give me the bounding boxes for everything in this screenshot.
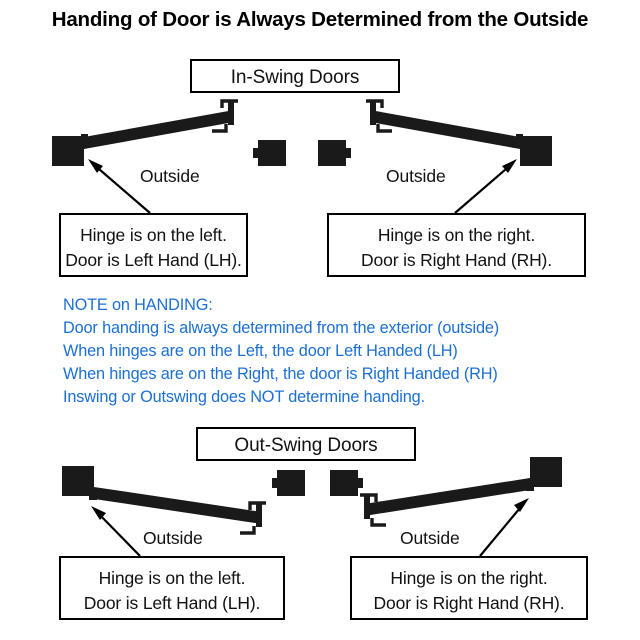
hinge-block-icon xyxy=(52,136,84,166)
callout-line-2: Door is Right Hand (RH). xyxy=(361,249,552,270)
callout-out-swing-right: Hinge is on the right. Door is Right Han… xyxy=(350,556,588,620)
callout-line-2: Door is Left Hand (LH). xyxy=(65,249,242,270)
door-lever-icon xyxy=(360,493,386,527)
leader-line xyxy=(454,162,514,214)
hinge-pivot-icon xyxy=(81,134,88,141)
hinge-block-icon xyxy=(520,136,552,166)
door-panel-icon xyxy=(84,110,234,149)
latch-edge-icon xyxy=(256,503,262,527)
outside-label-in-swing-left: Outside xyxy=(140,166,200,186)
strike-tab-icon xyxy=(253,148,259,158)
callout-line-1: Hinge is on the left. xyxy=(98,568,246,588)
callout-line-1: Hinge is on the right. xyxy=(390,568,548,588)
callout-out-swing-left: Hinge is on the left. Door is Left Hand … xyxy=(59,556,285,620)
door-lever-icon xyxy=(366,99,392,133)
page-title: Handing of Door is Always Determined fro… xyxy=(51,8,589,31)
outside-label-out-swing-left: Outside xyxy=(143,528,203,548)
door-lever-icon xyxy=(240,501,266,535)
latch-edge-icon xyxy=(370,101,376,125)
latch-edge-icon xyxy=(228,101,234,125)
hinge-block-icon xyxy=(530,457,562,487)
note-line-1: Door handing is always determined from t… xyxy=(63,318,500,337)
leader-line xyxy=(479,501,526,557)
leader-arrowhead xyxy=(502,159,517,173)
callout-in-swing-left: Hinge is on the left. Door is Left Hand … xyxy=(59,213,248,277)
door-in-swing-right xyxy=(318,99,552,214)
note-on-handing: NOTE on HANDING: Door handing is always … xyxy=(63,294,583,409)
callout-line-1: Hinge is on the right. xyxy=(377,225,536,245)
leader-line xyxy=(94,509,141,557)
hinge-pivot-icon xyxy=(526,483,534,491)
door-in-swing-left xyxy=(52,99,286,214)
latch-edge-icon xyxy=(364,495,370,519)
door-panel-icon xyxy=(370,110,520,149)
hinge-pivot-icon xyxy=(516,134,523,141)
leader-arrowhead xyxy=(91,506,106,520)
strike-block-icon xyxy=(258,140,286,166)
strike-block-icon xyxy=(318,140,346,166)
door-lever-icon xyxy=(212,99,238,133)
leader-arrowhead xyxy=(514,498,529,512)
note-heading: NOTE on HANDING: xyxy=(63,296,213,314)
door-panel-icon xyxy=(364,478,530,516)
hinge-pivot-icon xyxy=(89,492,97,500)
strike-block-icon xyxy=(330,470,358,496)
strike-tab-icon xyxy=(272,478,278,488)
outside-label-in-swing-right: Outside xyxy=(386,166,446,186)
note-line-4: Inswing or Outswing does NOT determine h… xyxy=(63,387,425,406)
callout-line-1: Hinge is on the left. xyxy=(80,225,227,245)
door-panel-icon xyxy=(94,487,262,524)
callout-in-swing-right: Hinge is on the right. Door is Right Han… xyxy=(327,213,586,277)
note-line-3: When hinges are on the Right, the door i… xyxy=(63,364,498,383)
outside-label-out-swing-right: Outside xyxy=(400,528,460,548)
hinge-block-icon xyxy=(62,466,94,496)
section-header-in-swing: In-Swing Doors xyxy=(190,59,400,93)
strike-block-icon xyxy=(277,470,305,496)
callout-line-2: Door is Right Hand (RH). xyxy=(373,592,565,613)
note-line-2: When hinges are on the Left, the door Le… xyxy=(63,341,458,360)
leader-arrowhead xyxy=(88,159,103,173)
callout-line-2: Door is Left Hand (LH). xyxy=(83,592,261,613)
section-header-out-swing: Out-Swing Doors xyxy=(196,427,416,461)
strike-tab-icon xyxy=(345,148,351,158)
strike-tab-icon xyxy=(357,478,363,488)
